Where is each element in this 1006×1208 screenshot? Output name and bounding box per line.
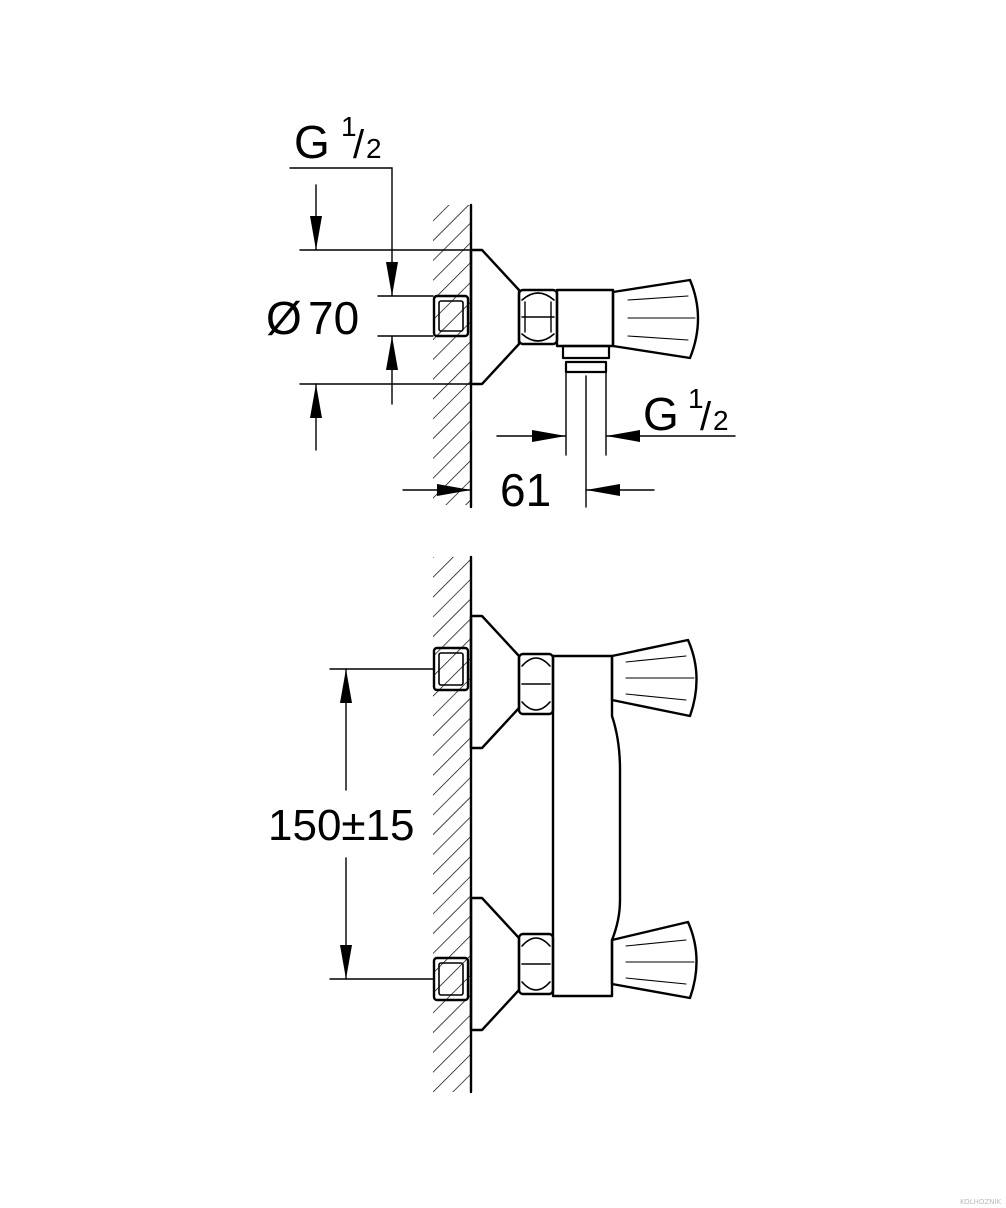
pipe-connector-inner-top	[438, 300, 464, 332]
handle-lower-ribs	[625, 939, 695, 985]
rosette-cone-top	[469, 248, 521, 386]
hex-nut-lower	[517, 932, 555, 996]
dim-centers-arrow-top	[340, 669, 352, 703]
wall-hatch-front	[433, 557, 471, 1092]
top-view: G 1 / 2 Ø 70 G 1 / 2 61	[266, 111, 736, 516]
outlet-stub-top	[561, 344, 611, 360]
label-outlet-thread-num: 1	[688, 383, 704, 414]
outlet-thread-top	[564, 360, 608, 374]
dim-depth-arrow-right	[586, 484, 620, 496]
rosette-cone-upper	[469, 614, 521, 750]
label-depth: 61	[500, 464, 551, 516]
label-inlet-thread: G	[294, 116, 330, 168]
dim-dia-arrow-top	[310, 216, 322, 250]
label-inlet-thread-den: 2	[366, 133, 382, 164]
watermark: KOLHOZNIK	[960, 1198, 1001, 1206]
label-outlet-thread: G	[643, 388, 679, 440]
dim-inlet-arrow	[386, 262, 398, 296]
mixer-body-top	[555, 288, 615, 348]
mixer-body-front	[551, 654, 622, 998]
label-diameter-value: 70	[308, 292, 359, 344]
dim-centers-arrow-bottom	[340, 945, 352, 979]
label-outlet-thread-den: 2	[713, 405, 729, 436]
dim-dia-arrow-bottom	[310, 384, 322, 418]
wall-hatch-top	[433, 205, 471, 505]
dim-inlet-arrow-bottom	[386, 336, 398, 370]
rosette-cone-lower	[469, 896, 521, 1032]
dim-depth-arrow-left	[437, 484, 471, 496]
handle-top	[611, 278, 700, 360]
label-centers: 150±15	[268, 801, 415, 850]
handle-lower	[610, 920, 698, 1000]
front-view: 150±15	[268, 555, 698, 1094]
label-inlet-thread-num: 1	[341, 111, 357, 142]
label-diameter-symbol: Ø	[266, 292, 302, 344]
pipe-connector-top	[432, 294, 470, 338]
handle-ribs-top	[627, 295, 696, 341]
dim-outlet-arrow-right	[606, 430, 640, 442]
label-inlet-thread-slash: /	[353, 123, 365, 167]
pipe-connector-lower-inner	[438, 962, 464, 996]
hex-nut-top	[517, 288, 559, 346]
hex-nut-upper	[517, 652, 555, 716]
handle-upper-ribs	[625, 655, 695, 701]
label-outlet-thread-slash: /	[700, 395, 712, 439]
handle-upper	[610, 638, 698, 718]
dim-outlet-arrow-left	[532, 430, 566, 442]
pipe-connector-upper-inner	[438, 652, 464, 686]
